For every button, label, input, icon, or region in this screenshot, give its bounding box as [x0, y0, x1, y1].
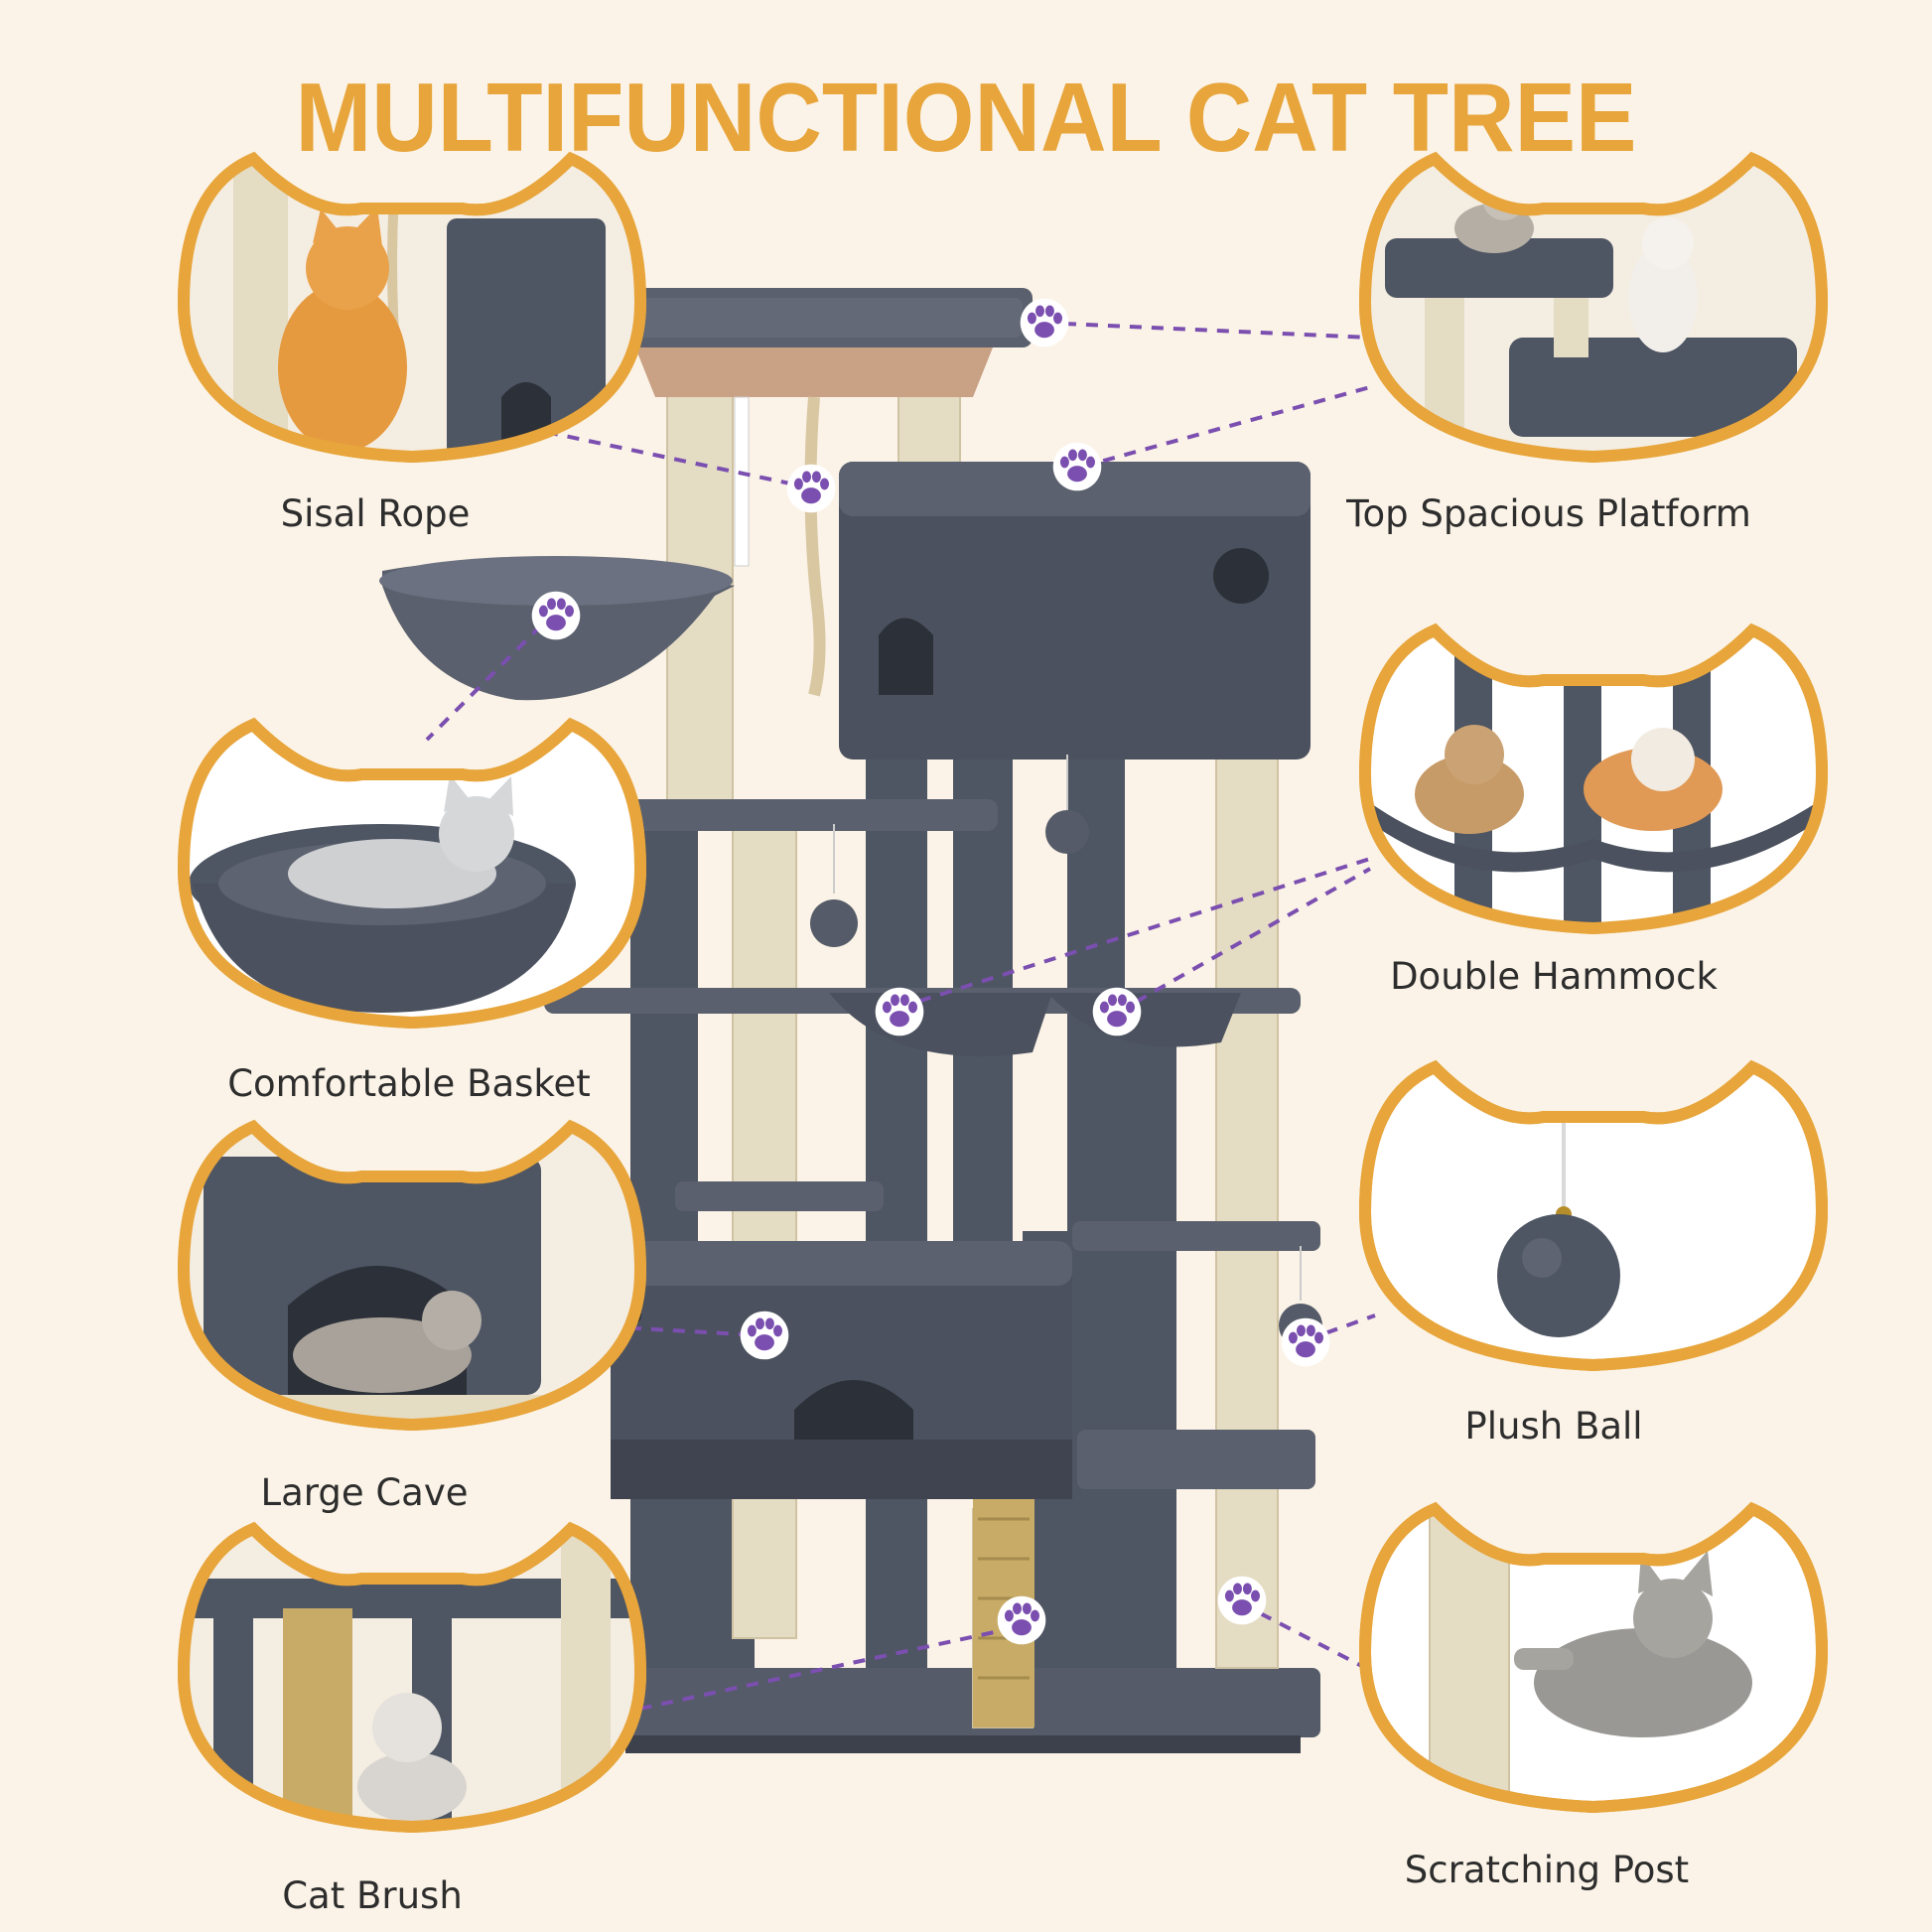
paw-icon: [1281, 1317, 1330, 1367]
label-plush-ball: Plush Ball: [1464, 1405, 1643, 1448]
feature-frame-scratching-post: [1365, 1509, 1822, 1807]
label-cat-brush: Cat Brush: [282, 1874, 463, 1917]
paw-icon: [1052, 442, 1102, 491]
label-top-platform: Top Spacious Platform: [1346, 492, 1751, 535]
page-title: MULTIFUNCTIONAL CAT TREE: [295, 63, 1637, 172]
feature-frame-large-cave: [184, 1127, 640, 1425]
paw-icon: [786, 464, 836, 513]
feature-frame-sisal-rope: [184, 159, 640, 457]
paw-icon: [1217, 1576, 1267, 1625]
paw-icon: [875, 987, 924, 1036]
label-double-hammock: Double Hammock: [1390, 955, 1718, 998]
feature-frame-top-platform: [1365, 159, 1822, 457]
label-sisal-rope: Sisal Rope: [280, 492, 471, 535]
feature-frame-plush-ball: [1365, 1067, 1822, 1365]
label-comfortable-basket: Comfortable Basket: [227, 1062, 591, 1105]
label-large-cave: Large Cave: [260, 1471, 469, 1514]
paw-icon: [740, 1311, 789, 1360]
paw-icon: [997, 1595, 1046, 1645]
paw-icon: [1092, 987, 1142, 1036]
feature-frame-comfortable-basket: [184, 725, 640, 1023]
paw-icon: [531, 591, 581, 640]
feature-frame-double-hammock: [1365, 630, 1822, 928]
paw-icon: [1020, 298, 1069, 347]
label-scratching-post: Scratching Post: [1404, 1849, 1690, 1891]
feature-frame-cat-brush: [184, 1529, 640, 1827]
